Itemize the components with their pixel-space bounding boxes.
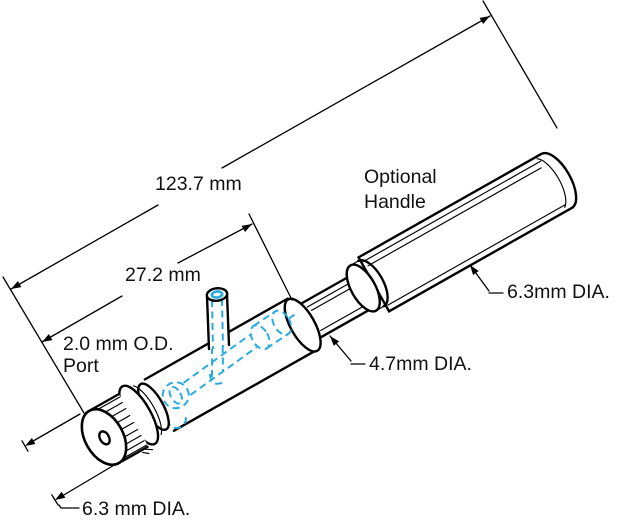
main-body [143,297,322,432]
knob-diameter-label: 6.3 mm DIA. [82,498,190,520]
port-tube [205,287,231,385]
handle-diameter-label: 6.3mm DIA. [507,281,610,303]
thumb-knob [80,393,154,467]
hidden-internals [161,309,298,429]
extension-line-left [2,276,85,414]
handle-collar [345,259,389,313]
dimension-knob-diameter: 6.3 mm DIA. [21,413,190,520]
device [80,151,578,467]
dimension-handle-diameter: 6.3mm DIA. [469,264,610,303]
optional-handle-line2: Handle [364,191,426,213]
port-label-line1: 2.0 mm O.D. [63,333,174,355]
port-offset-label: 27.2 mm [125,264,201,286]
dimension-port-offset: 27.2 mm [41,213,293,343]
flange-rings [118,382,170,446]
dimension-overall-length: 123.7 mm [2,0,558,414]
extension-line-handle-end [482,0,558,129]
extension-line-body-end [248,213,293,301]
dimension-shaft-diameter: 4.7mm DIA. [329,335,472,375]
handle [356,151,578,313]
optional-handle-line1: Optional [364,166,437,188]
port-label-line2: Port [63,355,99,377]
label-port: 2.0 mm O.D. Port [63,333,174,377]
shaft-diameter-label: 4.7mm DIA. [369,353,472,375]
label-optional-handle: Optional Handle [364,166,437,213]
overall-length-label: 123.7 mm [155,173,242,195]
